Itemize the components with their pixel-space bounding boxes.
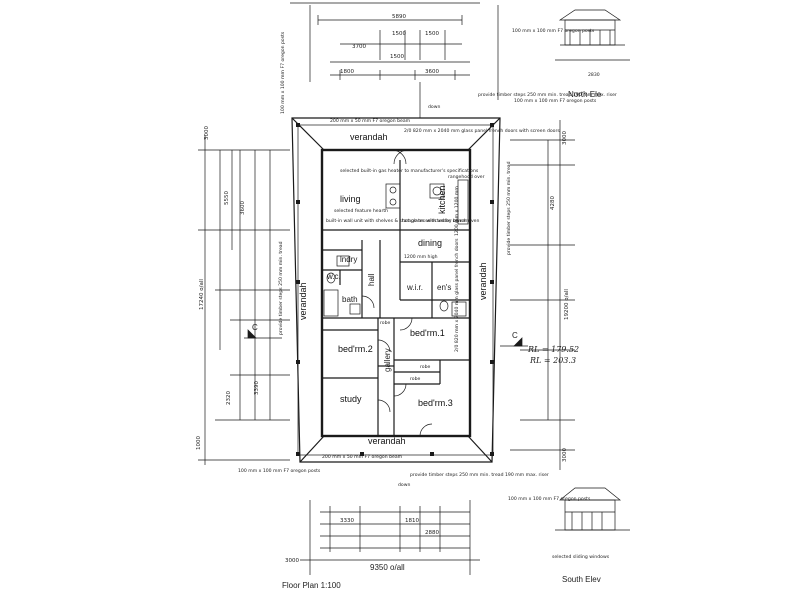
note-glazed-doors: 2/0 820 mm x 2040 mm glass panel french … [454, 238, 460, 352]
room-verandah-right: verandah [478, 262, 488, 300]
north-elevation-sketch [555, 9, 630, 61]
note-beam-top: 200 mm x 50 mm F7 oregon beam [330, 118, 411, 124]
south-elevation-label: South Elev [562, 575, 601, 584]
dim-3000-right-a: 3000 [562, 131, 568, 145]
note-heater: selected built-in gas heater to manufact… [340, 168, 479, 174]
room-bedrm1: bed'rm.1 [410, 328, 445, 338]
dim-1500-a: 1500 [392, 31, 406, 37]
note-steps-bottom: provide timber steps 250 mm min. tread 1… [410, 472, 549, 478]
room-verandah-bottom: verandah [368, 436, 406, 446]
room-living: living [340, 194, 361, 204]
top-dimensions [290, 2, 499, 118]
note-steps-right: provide timber steps 250 mm min. tread [506, 161, 512, 255]
fittings [323, 149, 469, 437]
dim-2320: 2320 [226, 391, 232, 405]
room-bath: bath [342, 295, 358, 304]
room-verandah-top: verandah [350, 132, 388, 142]
dim-5550: 5550 [224, 191, 230, 205]
note-windows: selected sliding windows [552, 554, 610, 560]
dim-1500-c: 1500 [390, 54, 404, 60]
dim-1810: 1810 [405, 518, 419, 524]
dim-9350: 9350 o/all [370, 563, 405, 572]
note-beam-bottom: 200 mm x 50 mm F7 oregon beam [322, 454, 403, 460]
room-gallery: gallery [383, 348, 392, 372]
dim-3000-left: 3000 [204, 126, 210, 140]
note-posts-bottom-right: 100 mm x 100 mm F7 oregon posts [508, 496, 591, 502]
note-steps-left: provide timber steps 250 mm min. tread [278, 241, 284, 335]
room-bedrm2: bed'rm.2 [338, 344, 373, 354]
room-robe-1: robe [380, 320, 391, 326]
section-marker-right [500, 337, 528, 347]
note-posts-bottom-left: 100 mm x 100 mm F7 oregon posts [238, 468, 321, 474]
room-wir: w.i.r. [406, 283, 423, 292]
note-posts-top-2: 100 mm x 100 mm F7 oregon posts [514, 98, 597, 104]
note-posts-top: 100 mm x 100 mm F7 oregon posts [512, 28, 595, 34]
room-lndry: lndry [340, 255, 357, 264]
note-benchtop: 1200 mm high [404, 254, 438, 260]
dim-3600-left: 3600 [240, 201, 246, 215]
note-hot-plates: hot plates with under bench oven [402, 218, 479, 224]
dim-4280: 4280 [550, 196, 556, 210]
dim-5890: 5890 [392, 14, 406, 20]
drawing-title: Floor Plan 1:100 [282, 581, 341, 590]
room-wc: w.c. [326, 272, 341, 281]
room-dining: dining [418, 238, 442, 248]
bottom-dimensions [300, 500, 480, 575]
right-dimensions [510, 120, 575, 470]
dim-3000-bottom: 3000 [285, 558, 299, 564]
south-elevation-sketch [555, 487, 630, 531]
dim-3330: 3330 [340, 518, 354, 524]
dim-1000-left: 1000 [196, 436, 202, 450]
dim-1500-b: 1500 [425, 31, 439, 37]
note-steps-top: provide timber steps 250 mm min. tread 1… [478, 92, 617, 98]
section-c-left: C [252, 323, 258, 332]
room-ens: en's [437, 283, 451, 292]
dim-3600: 3600 [425, 69, 439, 75]
dim-2880: 2880 [425, 530, 439, 536]
note-french-doors: 2/0 820 mm x 2040 mm glass panel french … [404, 128, 560, 134]
dim-3390: 3390 [254, 381, 260, 395]
note-posts-left: 100 mm x 100 mm F7 oregon posts [280, 31, 286, 114]
note-rangehood: rangehood over [448, 174, 485, 180]
room-hall: hall [367, 273, 376, 286]
north-elevation-label: North Ele [568, 90, 602, 99]
annotation-rl-1: RL = 179.52 [527, 345, 579, 354]
room-bedrm3: bed'rm.3 [418, 398, 453, 408]
house-external-walls [320, 148, 472, 438]
room-robe-3: robe [410, 376, 421, 382]
verandah-posts [296, 123, 494, 456]
note-built-in: built-in wall unit with shelves & storag… [326, 218, 470, 224]
note-rl-ref: 1200 mm x 1200 mm [454, 186, 460, 236]
label-down-bottom: down [398, 482, 410, 488]
section-marker-left [244, 329, 282, 339]
room-robe-2: robe [420, 364, 431, 370]
left-dimensions [198, 135, 290, 465]
label-down-top: down [428, 104, 440, 110]
dim-3700: 3700 [352, 44, 366, 50]
dim-17240: 17240 o/all [199, 279, 205, 310]
note-hearth: selected feature hearth [334, 208, 388, 214]
dim-3000-right-b: 3000 [562, 448, 568, 462]
verandah-beam-line [297, 124, 494, 456]
note-north-elev: 2830 [588, 72, 600, 78]
room-kitchen: kitchen [437, 185, 447, 214]
section-c-right: C [512, 331, 518, 340]
room-verandah-left: verandah [298, 282, 308, 320]
room-study: study [340, 394, 362, 404]
annotation-rl-2: RL = 203.3 [529, 356, 576, 365]
house-internal-walls [322, 160, 470, 436]
dim-1800: 1800 [340, 69, 354, 75]
dim-19200: 19200 o/all [564, 289, 570, 320]
